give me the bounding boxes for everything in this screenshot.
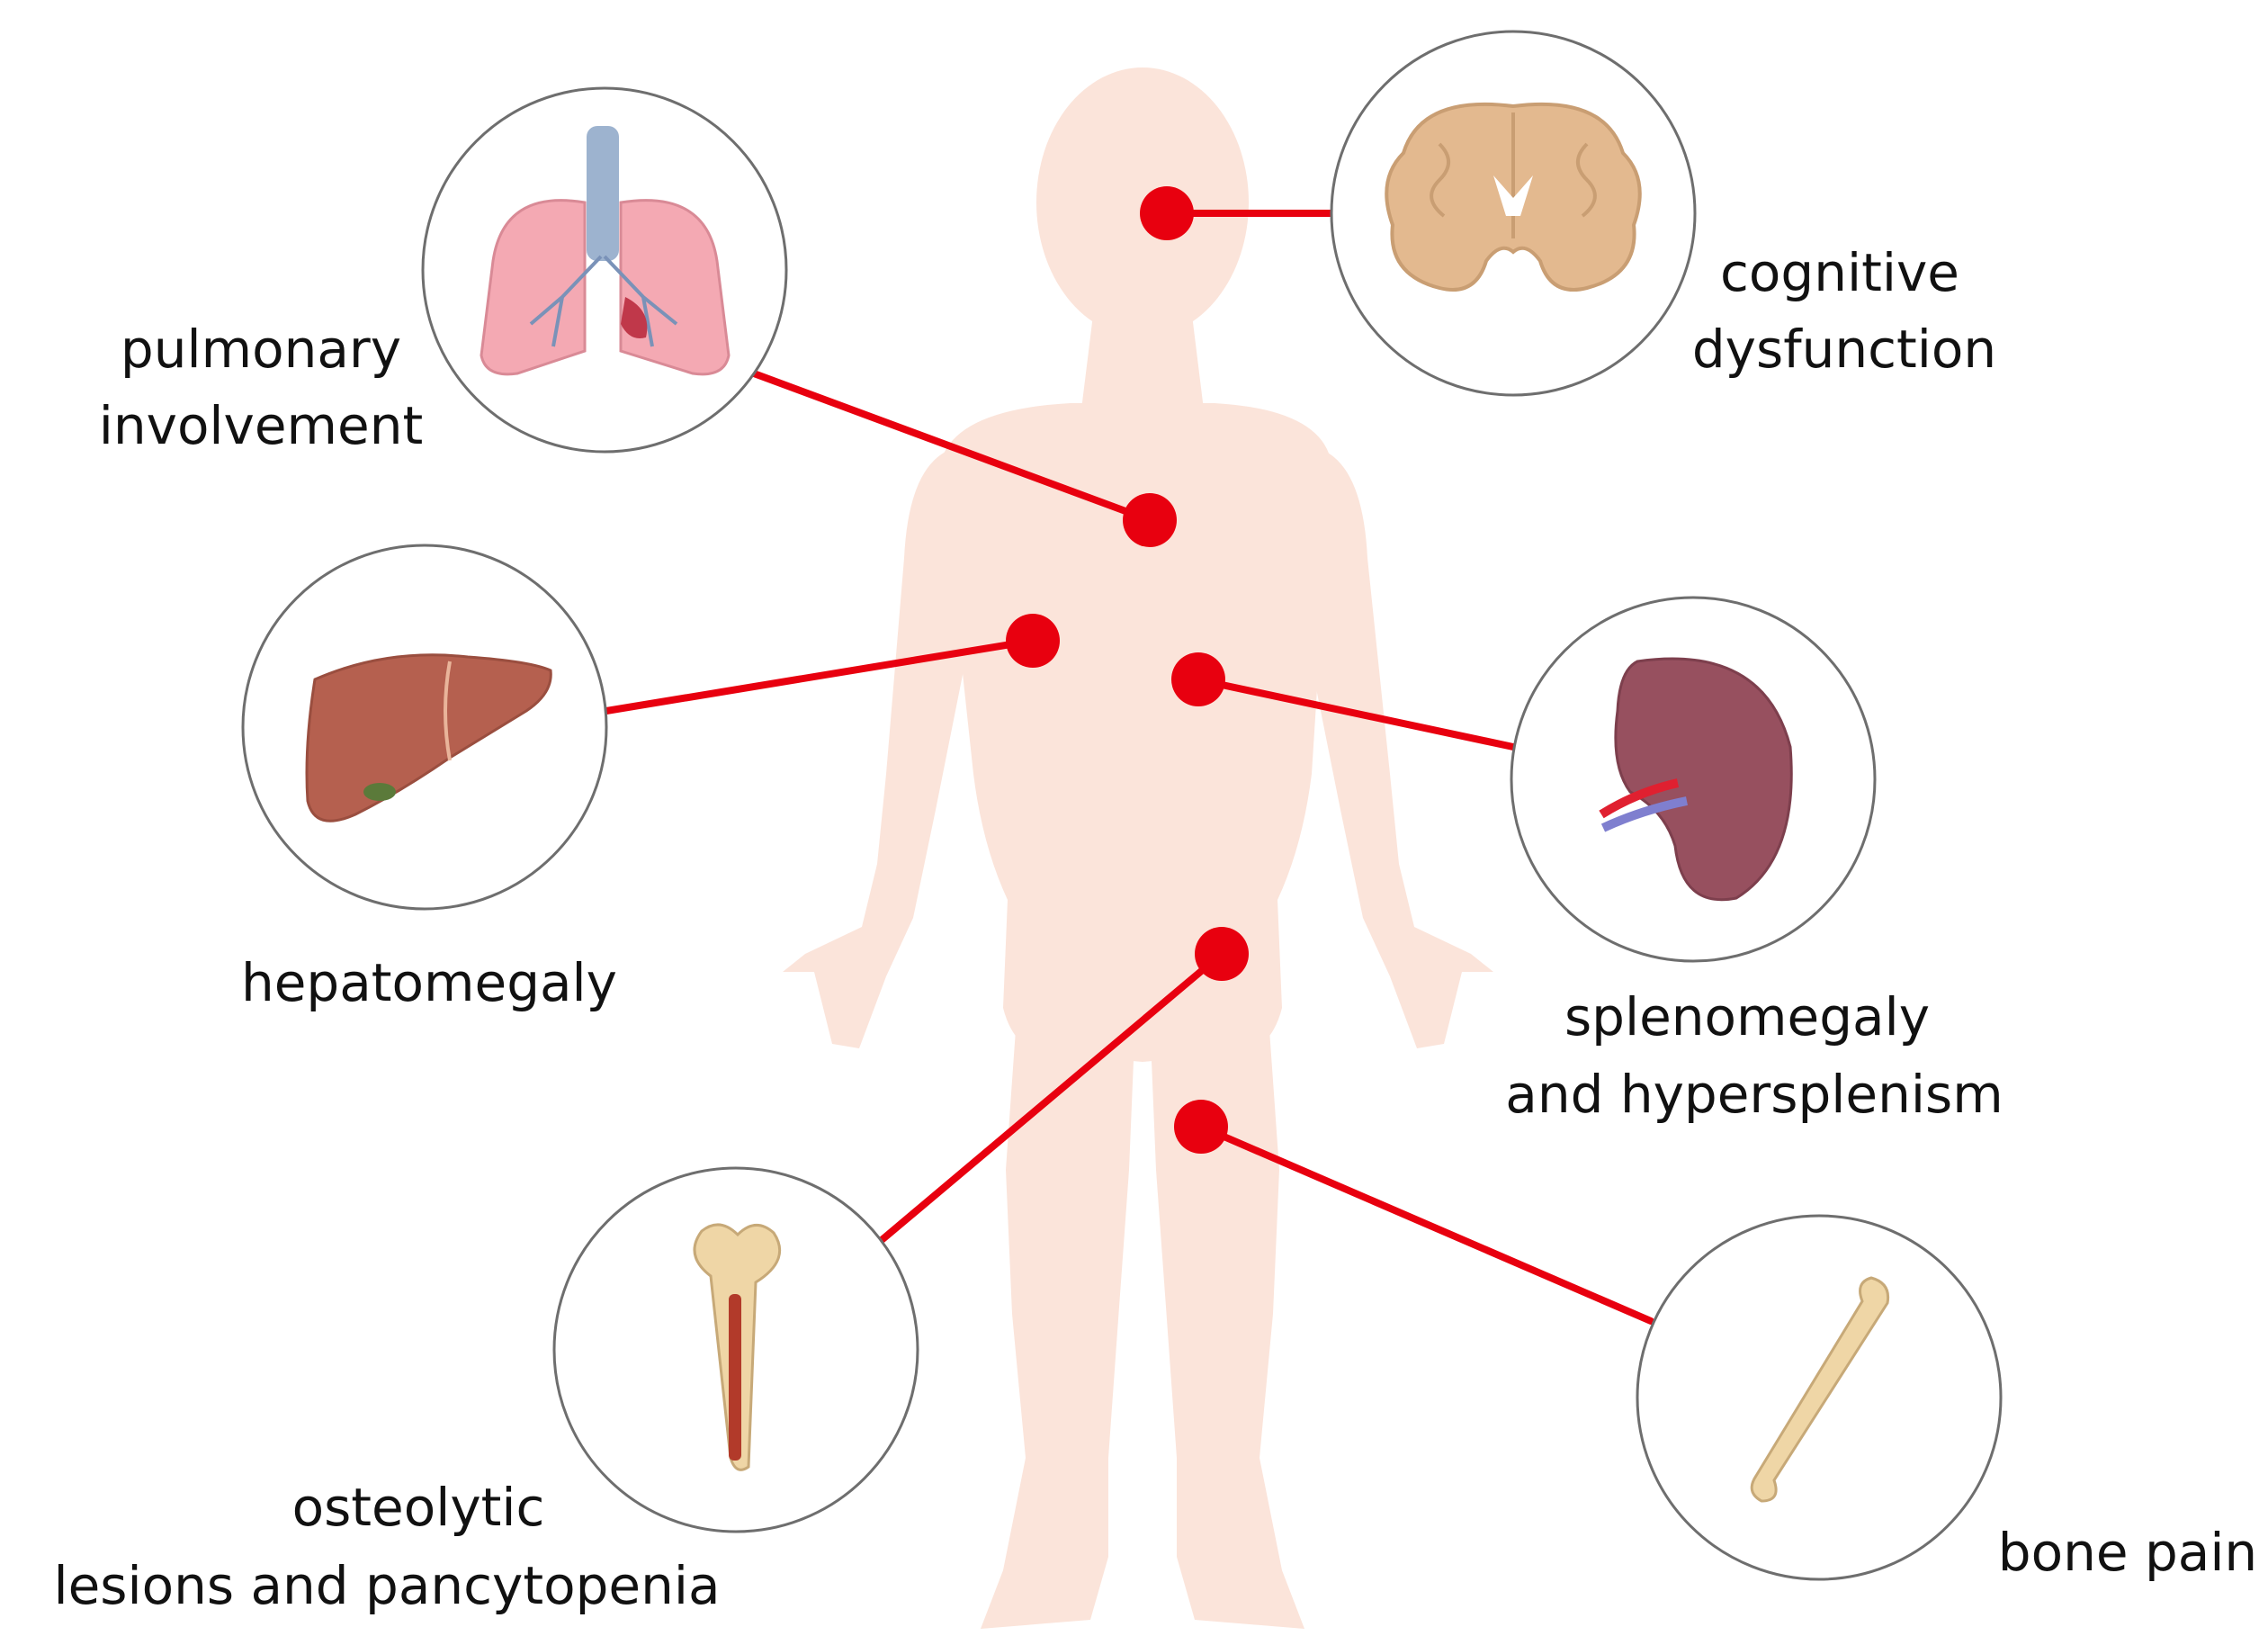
marker-dots bbox=[1006, 186, 1249, 1154]
liver-icon bbox=[305, 653, 552, 822]
connector-spleen bbox=[1193, 676, 1517, 751]
body-silhouette bbox=[783, 67, 1493, 1629]
labels: pulmonary involvement cognitive dysfunct… bbox=[53, 242, 2257, 1616]
label-hepatomegaly: hepatomegaly bbox=[241, 952, 617, 1013]
long-bone-icon bbox=[1750, 1276, 1890, 1503]
marker-brain bbox=[1140, 186, 1194, 240]
connector-lungs bbox=[750, 370, 1153, 524]
marker-lungs bbox=[1123, 493, 1177, 547]
connector-bone bbox=[1197, 1123, 1654, 1325]
marker-spleen bbox=[1171, 652, 1225, 706]
spleen-icon bbox=[1599, 657, 1793, 902]
label-cognitive-line2: dysfunction bbox=[1692, 319, 1996, 380]
label-osteolytic-line2: lesions and pancytopenia bbox=[53, 1555, 720, 1616]
connector-liver bbox=[603, 637, 1036, 715]
neck bbox=[1081, 315, 1204, 409]
label-splenomegaly-line1: splenomegaly bbox=[1564, 986, 1930, 1047]
marker-femur bbox=[1195, 927, 1249, 981]
brain-icon bbox=[1385, 102, 1642, 292]
connector-femur bbox=[878, 950, 1225, 1244]
marker-bone bbox=[1174, 1100, 1228, 1154]
left-leg bbox=[981, 1017, 1135, 1629]
torso bbox=[940, 403, 1331, 990]
label-bone-pain: bone pain bbox=[1998, 1522, 2257, 1583]
femur-icon bbox=[693, 1223, 782, 1471]
label-splenomegaly-line2: and hypersplenism bbox=[1505, 1064, 2003, 1125]
label-osteolytic-line1: osteolytic bbox=[292, 1477, 545, 1538]
marker-liver bbox=[1006, 614, 1060, 668]
right-arm bbox=[1295, 450, 1493, 1048]
right-leg bbox=[1150, 1017, 1304, 1629]
label-pulmonary-line1: pulmonary bbox=[121, 319, 401, 380]
lungs-icon bbox=[480, 126, 731, 376]
label-pulmonary-line2: involvement bbox=[99, 395, 424, 456]
left-arm bbox=[783, 450, 981, 1048]
label-cognitive-line1: cognitive bbox=[1720, 242, 1959, 303]
